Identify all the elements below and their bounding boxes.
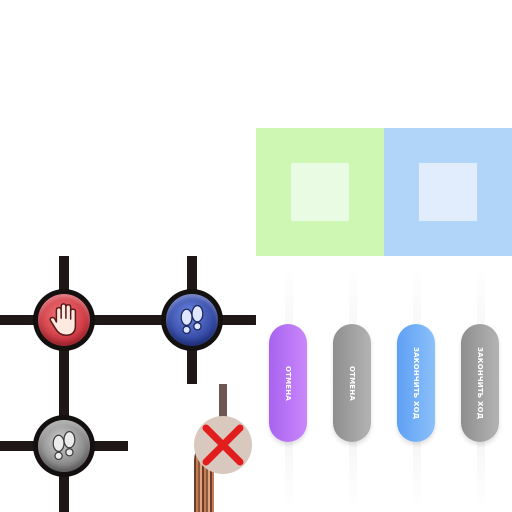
grid-line-v1 — [59, 256, 69, 512]
grid-line-v3 — [219, 384, 227, 424]
move-blue-node[interactable] — [161, 289, 223, 351]
hand-stop-icon — [49, 303, 77, 336]
blocked-node — [194, 416, 252, 474]
stop-hand-node[interactable] — [33, 289, 95, 351]
cancel-button-disabled-label: ОТМЕНА — [348, 365, 356, 401]
green-tile[interactable] — [256, 128, 384, 256]
end-turn-button-disabled[interactable]: ЗАКОНЧИТЬ ХОД — [461, 324, 499, 442]
move-grey-node[interactable] — [33, 415, 95, 477]
cancel-button-disabled[interactable]: ОТМЕНА — [333, 324, 371, 442]
blue-tile[interactable] — [384, 128, 512, 256]
end-turn-button-label: ЗАКОНЧИТЬ ХОД — [412, 346, 420, 420]
footprints-icon — [180, 304, 204, 335]
end-turn-button-disabled-label: ЗАКОНЧИТЬ ХОД — [476, 346, 484, 420]
cancel-button-label: ОТМЕНА — [284, 365, 292, 401]
green-tile-highlight — [291, 163, 349, 221]
end-turn-button[interactable]: ЗАКОНЧИТЬ ХОД — [397, 324, 435, 442]
footprints-icon — [52, 430, 76, 461]
grid-line-h1 — [0, 315, 256, 325]
red-cross-icon — [202, 424, 244, 466]
blue-tile-highlight — [419, 163, 477, 221]
cancel-button[interactable]: ОТМЕНА — [269, 324, 307, 442]
